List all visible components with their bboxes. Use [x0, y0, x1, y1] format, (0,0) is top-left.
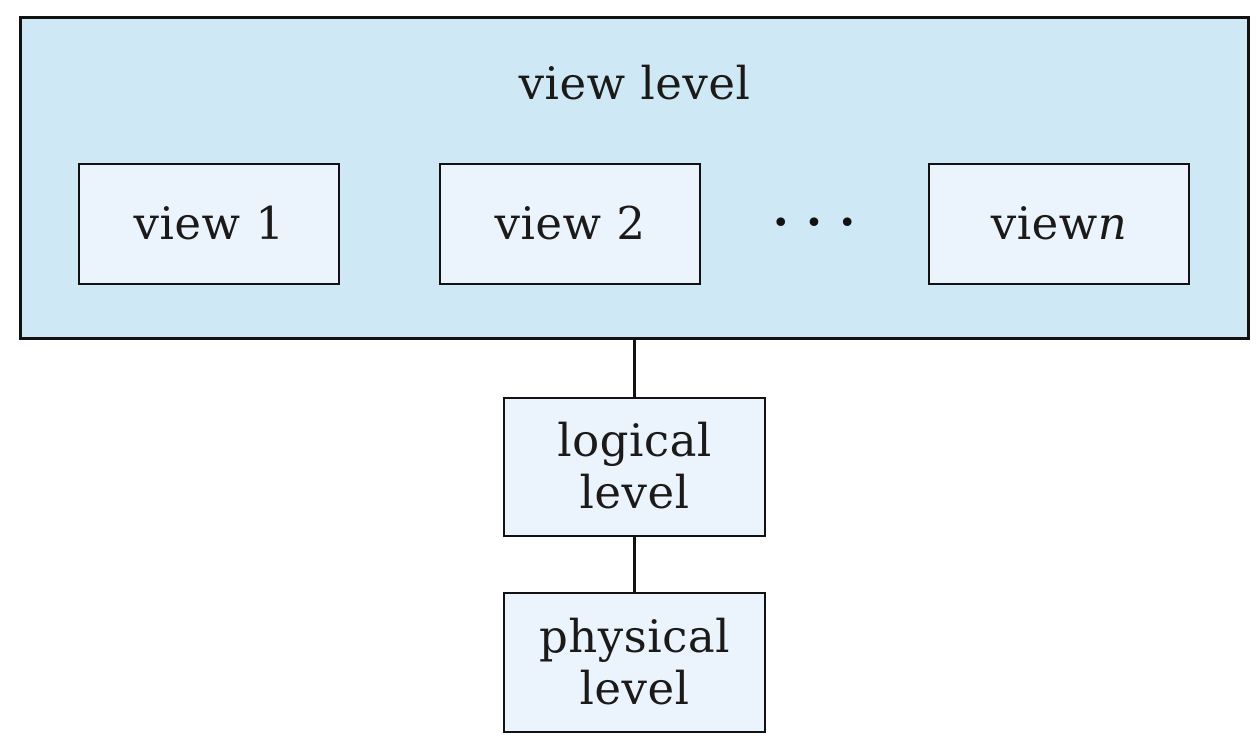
logical-level-box: logical level [503, 397, 766, 537]
logical-level-label-line2: level [579, 466, 690, 519]
view-2-box: view 2 [439, 163, 701, 285]
physical-level-label-line1: physical [538, 609, 731, 663]
physical-level-label-line2: level [579, 661, 690, 715]
view-n-label-prefix: view [990, 197, 1098, 251]
view-n-label-variable: n [1097, 197, 1128, 251]
view-n-box: view n [928, 163, 1190, 285]
view-1-box: view 1 [78, 163, 340, 285]
connector-line-view-to-logical [633, 340, 636, 397]
logical-level-label-line1: logical [557, 414, 712, 468]
ellipsis-dots-icon: • • • [700, 163, 928, 285]
view-level-title: view level [518, 57, 751, 110]
view-1-label: view 1 [133, 197, 285, 251]
ellipsis-dots-glyphs: • • • [771, 206, 857, 241]
connector-line-logical-to-physical [633, 537, 636, 592]
view-2-label: view 2 [494, 197, 646, 251]
physical-level-box: physical level [503, 592, 766, 733]
